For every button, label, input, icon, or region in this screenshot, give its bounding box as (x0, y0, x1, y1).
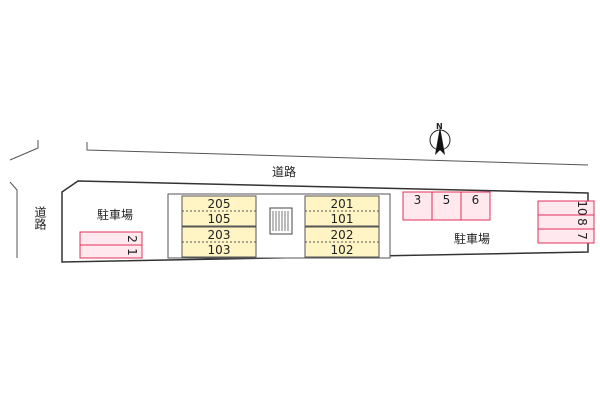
unit-205: 205 (207, 197, 231, 211)
unit-block-right-bottom (304, 226, 380, 258)
unit-103: 103 (207, 243, 231, 257)
parking-left-label: 駐車場 (97, 208, 134, 222)
parking-space-1: 1 (125, 248, 139, 256)
parking-right-label: 駐車場 (454, 232, 491, 246)
road-edge-left-bottom (9, 181, 18, 258)
unit-block-left-bottom (181, 226, 257, 258)
parking-space-8: 8 (575, 218, 589, 226)
parking-space-3: 3 (413, 193, 422, 207)
unit-block-right-top (304, 195, 380, 227)
parking-space-5: 5 (442, 193, 451, 207)
unit-203: 203 (207, 228, 231, 242)
north-label: N (436, 122, 443, 131)
road-top-label: 道路 (272, 165, 297, 179)
unit-102: 102 (330, 243, 354, 257)
road-left-label: 道路 (33, 206, 47, 230)
unit-105: 105 (207, 212, 231, 226)
road-edge-top (86, 142, 589, 166)
parking-far-right (537, 200, 595, 244)
road-edge-left-top (9, 140, 39, 161)
parking-left (79, 231, 143, 259)
parking-space-2: 2 (125, 235, 139, 243)
stairs-icon (269, 207, 293, 235)
north-arrow-icon (429, 127, 451, 155)
unit-block-left-top (181, 195, 257, 227)
parking-space-6: 6 (471, 193, 480, 207)
parking-top-right (402, 191, 491, 221)
parking-space-7: 7 (575, 232, 589, 240)
unit-101: 101 (330, 212, 354, 226)
parking-space-10: 10 (575, 200, 589, 216)
unit-202: 202 (330, 228, 354, 242)
unit-201: 201 (330, 197, 354, 211)
